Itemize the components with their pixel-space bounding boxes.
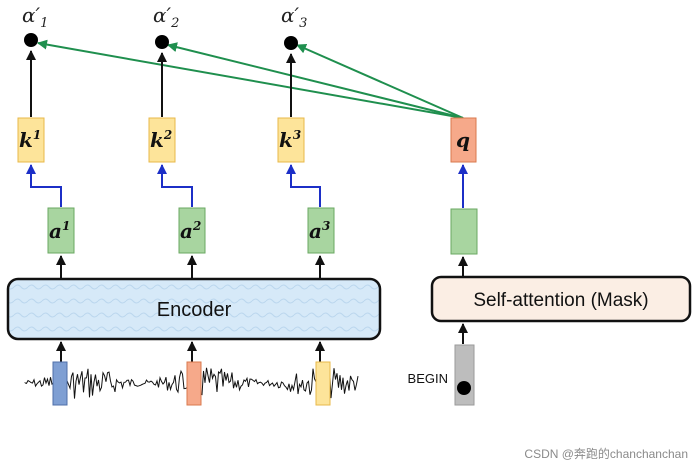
alpha-dot-2: [155, 35, 169, 49]
watermark: CSDN @奔跑的chanchanchan: [524, 447, 688, 461]
encoding-box-1: a1: [47, 207, 75, 254]
alpha-labels: α′1 α′2 α′3: [22, 3, 307, 31]
alpha-label-2: α′2: [153, 3, 179, 31]
attention-line-1: [37, 39, 464, 119]
alpha-label-1: α′1: [22, 3, 48, 31]
blue-arrow-2: [157, 164, 193, 207]
encoding-box-3: a3: [307, 207, 335, 254]
alpha-dot-3: [284, 36, 298, 50]
attention-line-3: [296, 44, 464, 119]
attention-line-2: [167, 42, 464, 119]
svg-text:Self-attention (Mask): Self-attention (Mask): [473, 290, 648, 311]
svg-text:q: q: [456, 128, 470, 152]
svg-text:a2: a2: [180, 219, 201, 243]
attention-lines: [37, 39, 464, 119]
encoder-block: Encoder: [6, 277, 382, 341]
alpha-dot-1: [24, 33, 38, 47]
encoding-box-2: a2: [178, 207, 206, 254]
svg-text:k3: k3: [279, 128, 301, 152]
key-box-1: k1: [17, 117, 45, 163]
blue-arrow-3: [286, 164, 321, 207]
begin-token-box: [454, 344, 475, 406]
query-box: q: [450, 117, 477, 163]
begin-label: BEGIN: [408, 371, 448, 386]
audio-frame-2: [186, 361, 202, 406]
svg-text:k1: k1: [19, 128, 41, 152]
key-box-2: k2: [148, 117, 176, 163]
svg-text:a1: a1: [49, 219, 70, 243]
svg-text:k2: k2: [150, 128, 172, 152]
begin-dot: [457, 381, 471, 395]
svg-text:Encoder: Encoder: [157, 299, 232, 321]
self-attention-block: Self-attention (Mask): [430, 275, 692, 323]
audio-frame-3: [315, 361, 331, 406]
audio-frame-1: [52, 361, 68, 406]
blue-arrow-1: [26, 164, 62, 207]
decoder-state-box: [450, 208, 478, 255]
alpha-label-3: α′3: [281, 3, 307, 31]
key-box-3: k3: [277, 117, 305, 163]
svg-text:a3: a3: [309, 219, 330, 243]
